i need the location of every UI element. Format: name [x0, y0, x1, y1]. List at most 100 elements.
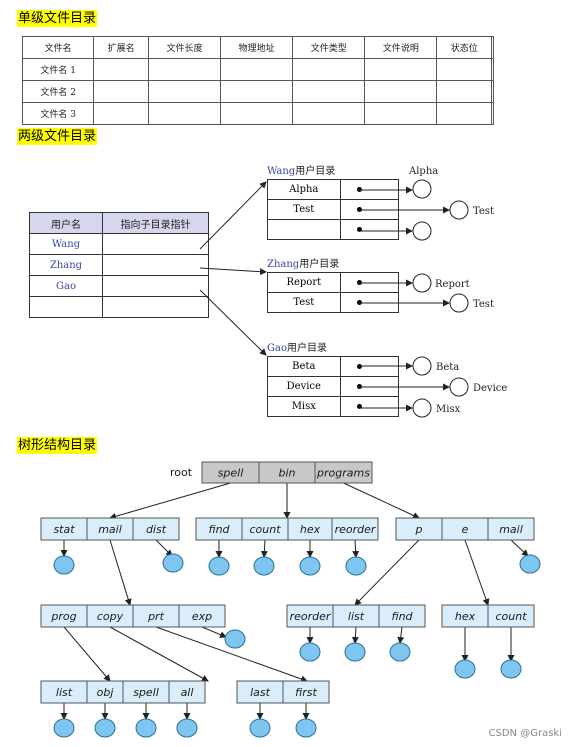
directory-cell-label: find	[391, 610, 413, 623]
directory-cell-label: hex	[455, 610, 476, 623]
file-leaf-node	[249, 718, 271, 738]
tree-edge	[343, 482, 420, 519]
mfd-row: Wang	[29, 233, 209, 255]
directory-cell-label: p	[415, 523, 423, 536]
tree-edge	[464, 539, 490, 606]
directory-cell-label: programs	[316, 467, 370, 480]
directory-cell-label: reorder	[335, 523, 377, 536]
row-file-name: 文件名 1	[21, 58, 95, 81]
directory-cell-label: stat	[53, 523, 75, 536]
file-leaf-node	[208, 556, 230, 576]
tree-edge	[352, 539, 360, 558]
file-label: Misx	[436, 404, 461, 415]
directory-cell-label: mail	[499, 523, 523, 536]
file-leaf-node	[253, 556, 275, 576]
tree-edge	[397, 626, 405, 644]
node-group-g2: find count hex reorder	[195, 517, 379, 541]
mfd-row: Gao	[29, 275, 209, 297]
node-group-g1: stat mail dist	[40, 517, 180, 541]
file-label: Beta	[436, 362, 459, 373]
directory-cell-label: all	[181, 686, 194, 699]
file-leaf-node	[162, 553, 184, 573]
file-leaf-node	[53, 555, 75, 575]
tree-edge	[109, 482, 231, 520]
directory-cell-label: e	[462, 523, 469, 536]
file-leaf-node	[344, 642, 366, 662]
tree-edge	[155, 626, 308, 683]
directory-cell	[487, 604, 535, 628]
directory-cell-label: find	[208, 523, 230, 536]
directory-cell-label: last	[250, 686, 271, 699]
node-group-g3: p e mail	[395, 517, 535, 541]
file-label: Device	[473, 383, 507, 394]
file-leaf-node	[53, 718, 75, 738]
tree-edge	[260, 539, 268, 558]
single-level-directory-table: 文件名 扩展名 文件长度 物理地址 文件类型 文件说明 状态位 文件名 1 文件…	[21, 36, 494, 125]
ufd-title: Gao用户目录	[267, 343, 327, 354]
file-leaf-node	[345, 556, 367, 576]
table-row: 文件名 2	[21, 80, 494, 103]
master-file-directory: 用户名 指向子目录指针 Wang Zhang Gao	[29, 212, 209, 318]
file-label: Test	[473, 299, 494, 310]
directory-cell-label: spell	[218, 467, 244, 480]
tree-edge	[63, 626, 111, 682]
directory-cell-label: hex	[300, 523, 321, 536]
table-header-row: 文件名 扩展名 文件长度 物理地址 文件类型 文件说明 状态位	[21, 36, 494, 59]
directory-cell-label: obj	[97, 686, 115, 699]
node-group-g4: prog copy prt exp	[40, 604, 226, 628]
directory-cell	[132, 517, 180, 541]
node-group-g7: list obj spell all	[40, 680, 206, 704]
directory-cell-label: reorder	[290, 610, 332, 623]
file-leaf-node	[295, 718, 317, 738]
tree-edge	[354, 539, 420, 606]
ufd-title: Wang用户目录	[267, 166, 336, 177]
two-level-arrows: Alpha Test Report Test Beta Device Misx	[199, 166, 507, 418]
heading-two-level: 两级文件目录	[17, 128, 98, 145]
file-leaf-node	[519, 554, 541, 574]
directory-cell-label: spell	[133, 686, 159, 699]
directory-cell	[331, 517, 379, 541]
ufd-title: Zhang用户目录	[267, 259, 340, 270]
heading-single-level: 单级文件目录	[17, 10, 98, 27]
table-row: 文件名 1	[21, 58, 494, 81]
directory-cell	[168, 680, 206, 704]
directory-cell-label: prt	[147, 610, 165, 623]
credit-text: CSDN @Graski	[488, 728, 562, 739]
root-label: root	[170, 466, 193, 479]
tree-edge	[109, 626, 209, 682]
file-leaf-node	[135, 718, 157, 738]
file-leaf-node	[454, 659, 476, 679]
directory-cell	[378, 604, 426, 628]
directory-cell-label: list	[56, 686, 73, 699]
table-row: 文件名 3	[21, 102, 494, 125]
directory-cell-label: count	[495, 610, 527, 623]
mfd-row	[29, 296, 209, 318]
directory-cell	[282, 680, 330, 704]
directory-cell-label: copy	[97, 610, 124, 623]
tree-edge	[351, 626, 359, 644]
file-label: Report	[435, 279, 470, 290]
directory-cell	[178, 604, 226, 628]
tree-edge	[109, 539, 132, 606]
directory-cell	[314, 461, 373, 484]
directory-cell-label: mail	[98, 523, 122, 536]
file-leaf-node	[389, 642, 411, 662]
directory-cell-label: count	[249, 523, 281, 536]
file-leaf-node	[500, 659, 522, 679]
directory-cell-label: prog	[50, 610, 76, 623]
directory-cell-label: exp	[192, 610, 212, 623]
mfd-row: Zhang	[29, 254, 209, 276]
directory-cell	[487, 517, 535, 541]
row-file-name: 文件名 3	[21, 102, 95, 125]
file-leaf-node	[299, 642, 321, 662]
tree-edge	[201, 626, 227, 638]
tree-edge	[510, 539, 529, 557]
directory-cell-label: list	[348, 610, 365, 623]
node-group-g6: hex count	[441, 604, 535, 628]
directory-cell-label: bin	[278, 467, 295, 480]
file-label: Alpha	[408, 166, 438, 177]
file-leaf-node	[299, 556, 321, 576]
directory-cell-label: dist	[146, 523, 167, 536]
file-label: Test	[473, 206, 494, 217]
